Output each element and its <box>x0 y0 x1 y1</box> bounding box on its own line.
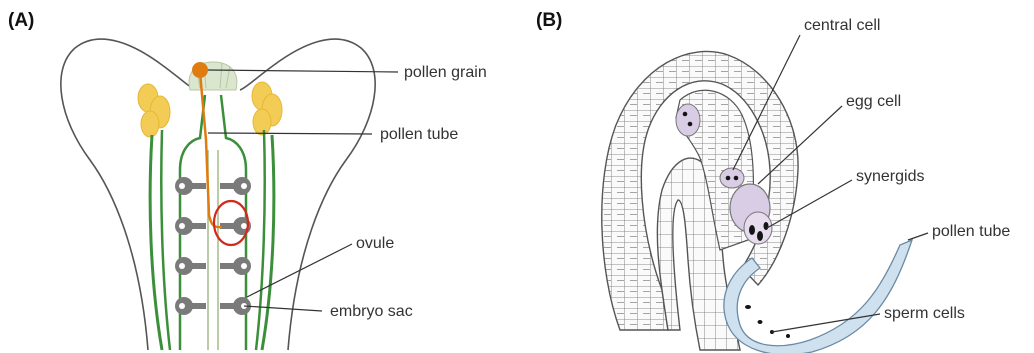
panel-a-label: (A) <box>8 10 34 31</box>
leader-pollen-grain <box>208 70 398 72</box>
leader-pollen-tube-b <box>908 233 928 240</box>
label-pollen-tube-b: pollen tube <box>932 223 1010 240</box>
central-cell-shape <box>676 104 700 136</box>
panel-b-label: (B) <box>536 10 562 31</box>
sperm-cells-drawing <box>745 305 790 338</box>
label-embryo-sac: embryo sac <box>330 303 413 320</box>
stamen-filament-left-inner <box>161 130 170 350</box>
label-central-cell: central cell <box>804 17 880 34</box>
leader-pollen-tube-a <box>208 133 372 134</box>
pollen-grain-drawing <box>192 62 208 78</box>
ovules <box>175 177 251 315</box>
label-pollen-tube-a: pollen tube <box>380 126 458 143</box>
stamen-filament-right-inner <box>256 130 265 350</box>
left-anther <box>138 84 170 137</box>
label-egg-cell: egg cell <box>846 93 901 110</box>
panel-b: (B) <box>536 10 1010 353</box>
label-pollen-grain: pollen grain <box>404 64 487 81</box>
flower-pistil-drawing <box>61 39 375 350</box>
panel-a: (A) <box>8 10 487 350</box>
polar-nuclei <box>720 168 744 188</box>
right-anther <box>252 82 282 135</box>
leader-embryo-sac <box>244 306 322 311</box>
label-sperm-cells: sperm cells <box>884 305 965 322</box>
label-synergids: synergids <box>856 168 924 185</box>
label-ovule: ovule <box>356 235 394 252</box>
